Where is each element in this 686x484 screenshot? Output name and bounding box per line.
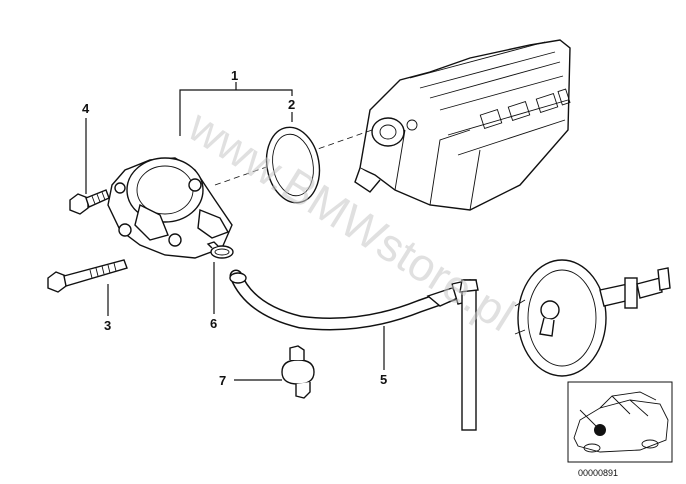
callout-7: 7 [219,373,226,388]
hose-clip-icon [281,345,315,399]
hose-clamp-icon [206,241,234,259]
callout-6: 6 [210,316,217,331]
locator-dot [594,424,606,436]
callout-2: 2 [288,97,295,112]
vacuum-pump-icon [107,157,233,259]
bolt-icon [69,189,110,215]
car-locator-icon [567,381,673,463]
callout-3: 3 [104,318,111,333]
reference-number: 00000891 [578,468,618,478]
gasket-ring-icon [265,126,321,204]
vacuum-hose-icon [229,269,479,431]
callout-1: 1 [231,68,238,83]
callout-lines [85,82,385,381]
callout-4: 4 [82,101,90,116]
bolt-icon [47,259,128,293]
brake-booster-icon [514,259,671,377]
engine-head-icon [354,39,571,211]
callout-5: 5 [380,372,387,387]
